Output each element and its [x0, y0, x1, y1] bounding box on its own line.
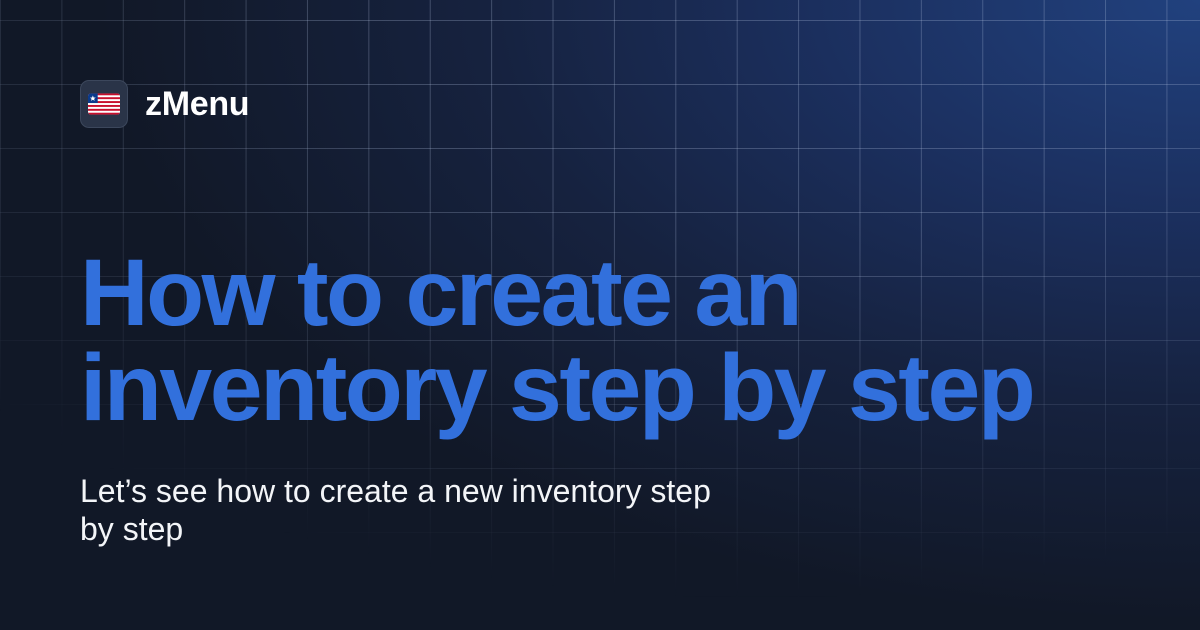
- logo-box: [80, 80, 128, 128]
- brand-name: zMenu: [145, 85, 250, 123]
- headline-line-1: How to create an: [80, 240, 803, 346]
- subtitle-line-1: Let’s see how to create a new inventory …: [80, 473, 711, 509]
- headline-line-2: inventory step by step: [80, 335, 1036, 441]
- subtitle-line-2: by step: [80, 511, 184, 547]
- headline: How to create an inventory step by step: [80, 240, 1036, 441]
- subtitle: Let’s see how to create a new inventory …: [80, 472, 860, 548]
- liberia-flag-icon: [88, 93, 120, 115]
- brand: zMenu: [80, 80, 250, 128]
